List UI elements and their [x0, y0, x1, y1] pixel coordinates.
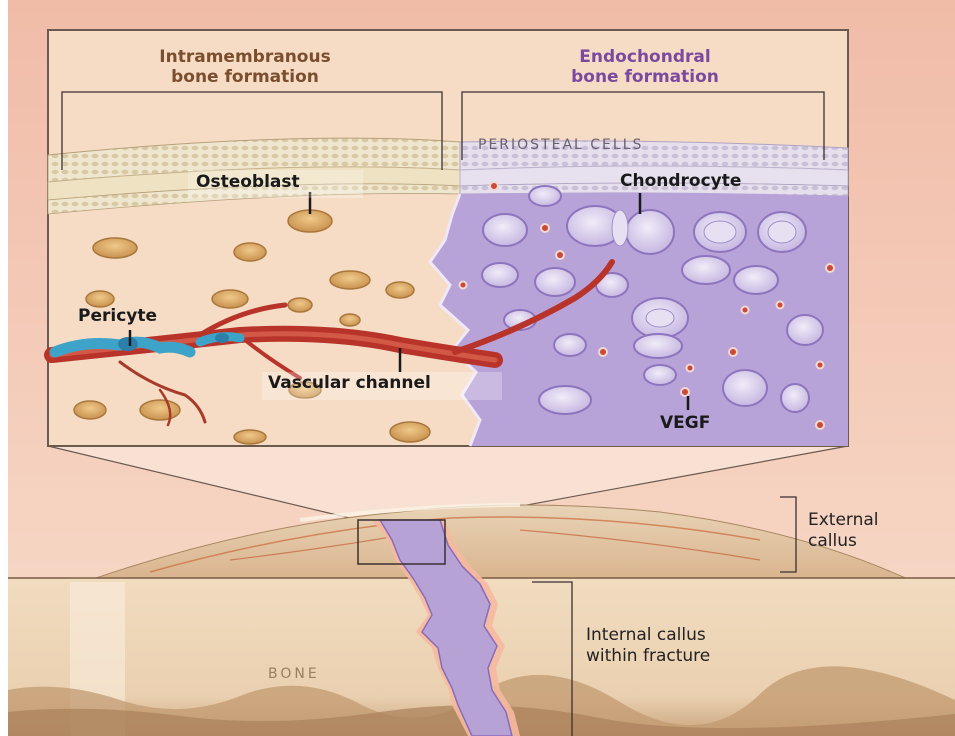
chondrocyte-label: Chondrocyte	[620, 172, 741, 192]
external-callus-label: External callus	[808, 510, 879, 553]
vegf-label: VEGF	[660, 414, 710, 434]
vascular-channel-label: Vascular channel	[268, 374, 431, 394]
header-intramembranous-text: Intramembranous bone formation	[159, 47, 330, 87]
header-endochondral-text: Endochondral bone formation	[571, 47, 719, 87]
periosteal-cells-label: PERIOSTEAL CELLS	[478, 137, 643, 153]
bone-label: BONE	[268, 666, 320, 682]
header-intramembranous: Intramembranous bone formation	[95, 48, 395, 87]
internal-callus-label: Internal callus within fracture	[586, 625, 710, 668]
osteoblast-label: Osteoblast	[196, 173, 300, 193]
header-endochondral: Endochondral bone formation	[495, 48, 795, 87]
pericyte-label: Pericyte	[78, 307, 157, 327]
